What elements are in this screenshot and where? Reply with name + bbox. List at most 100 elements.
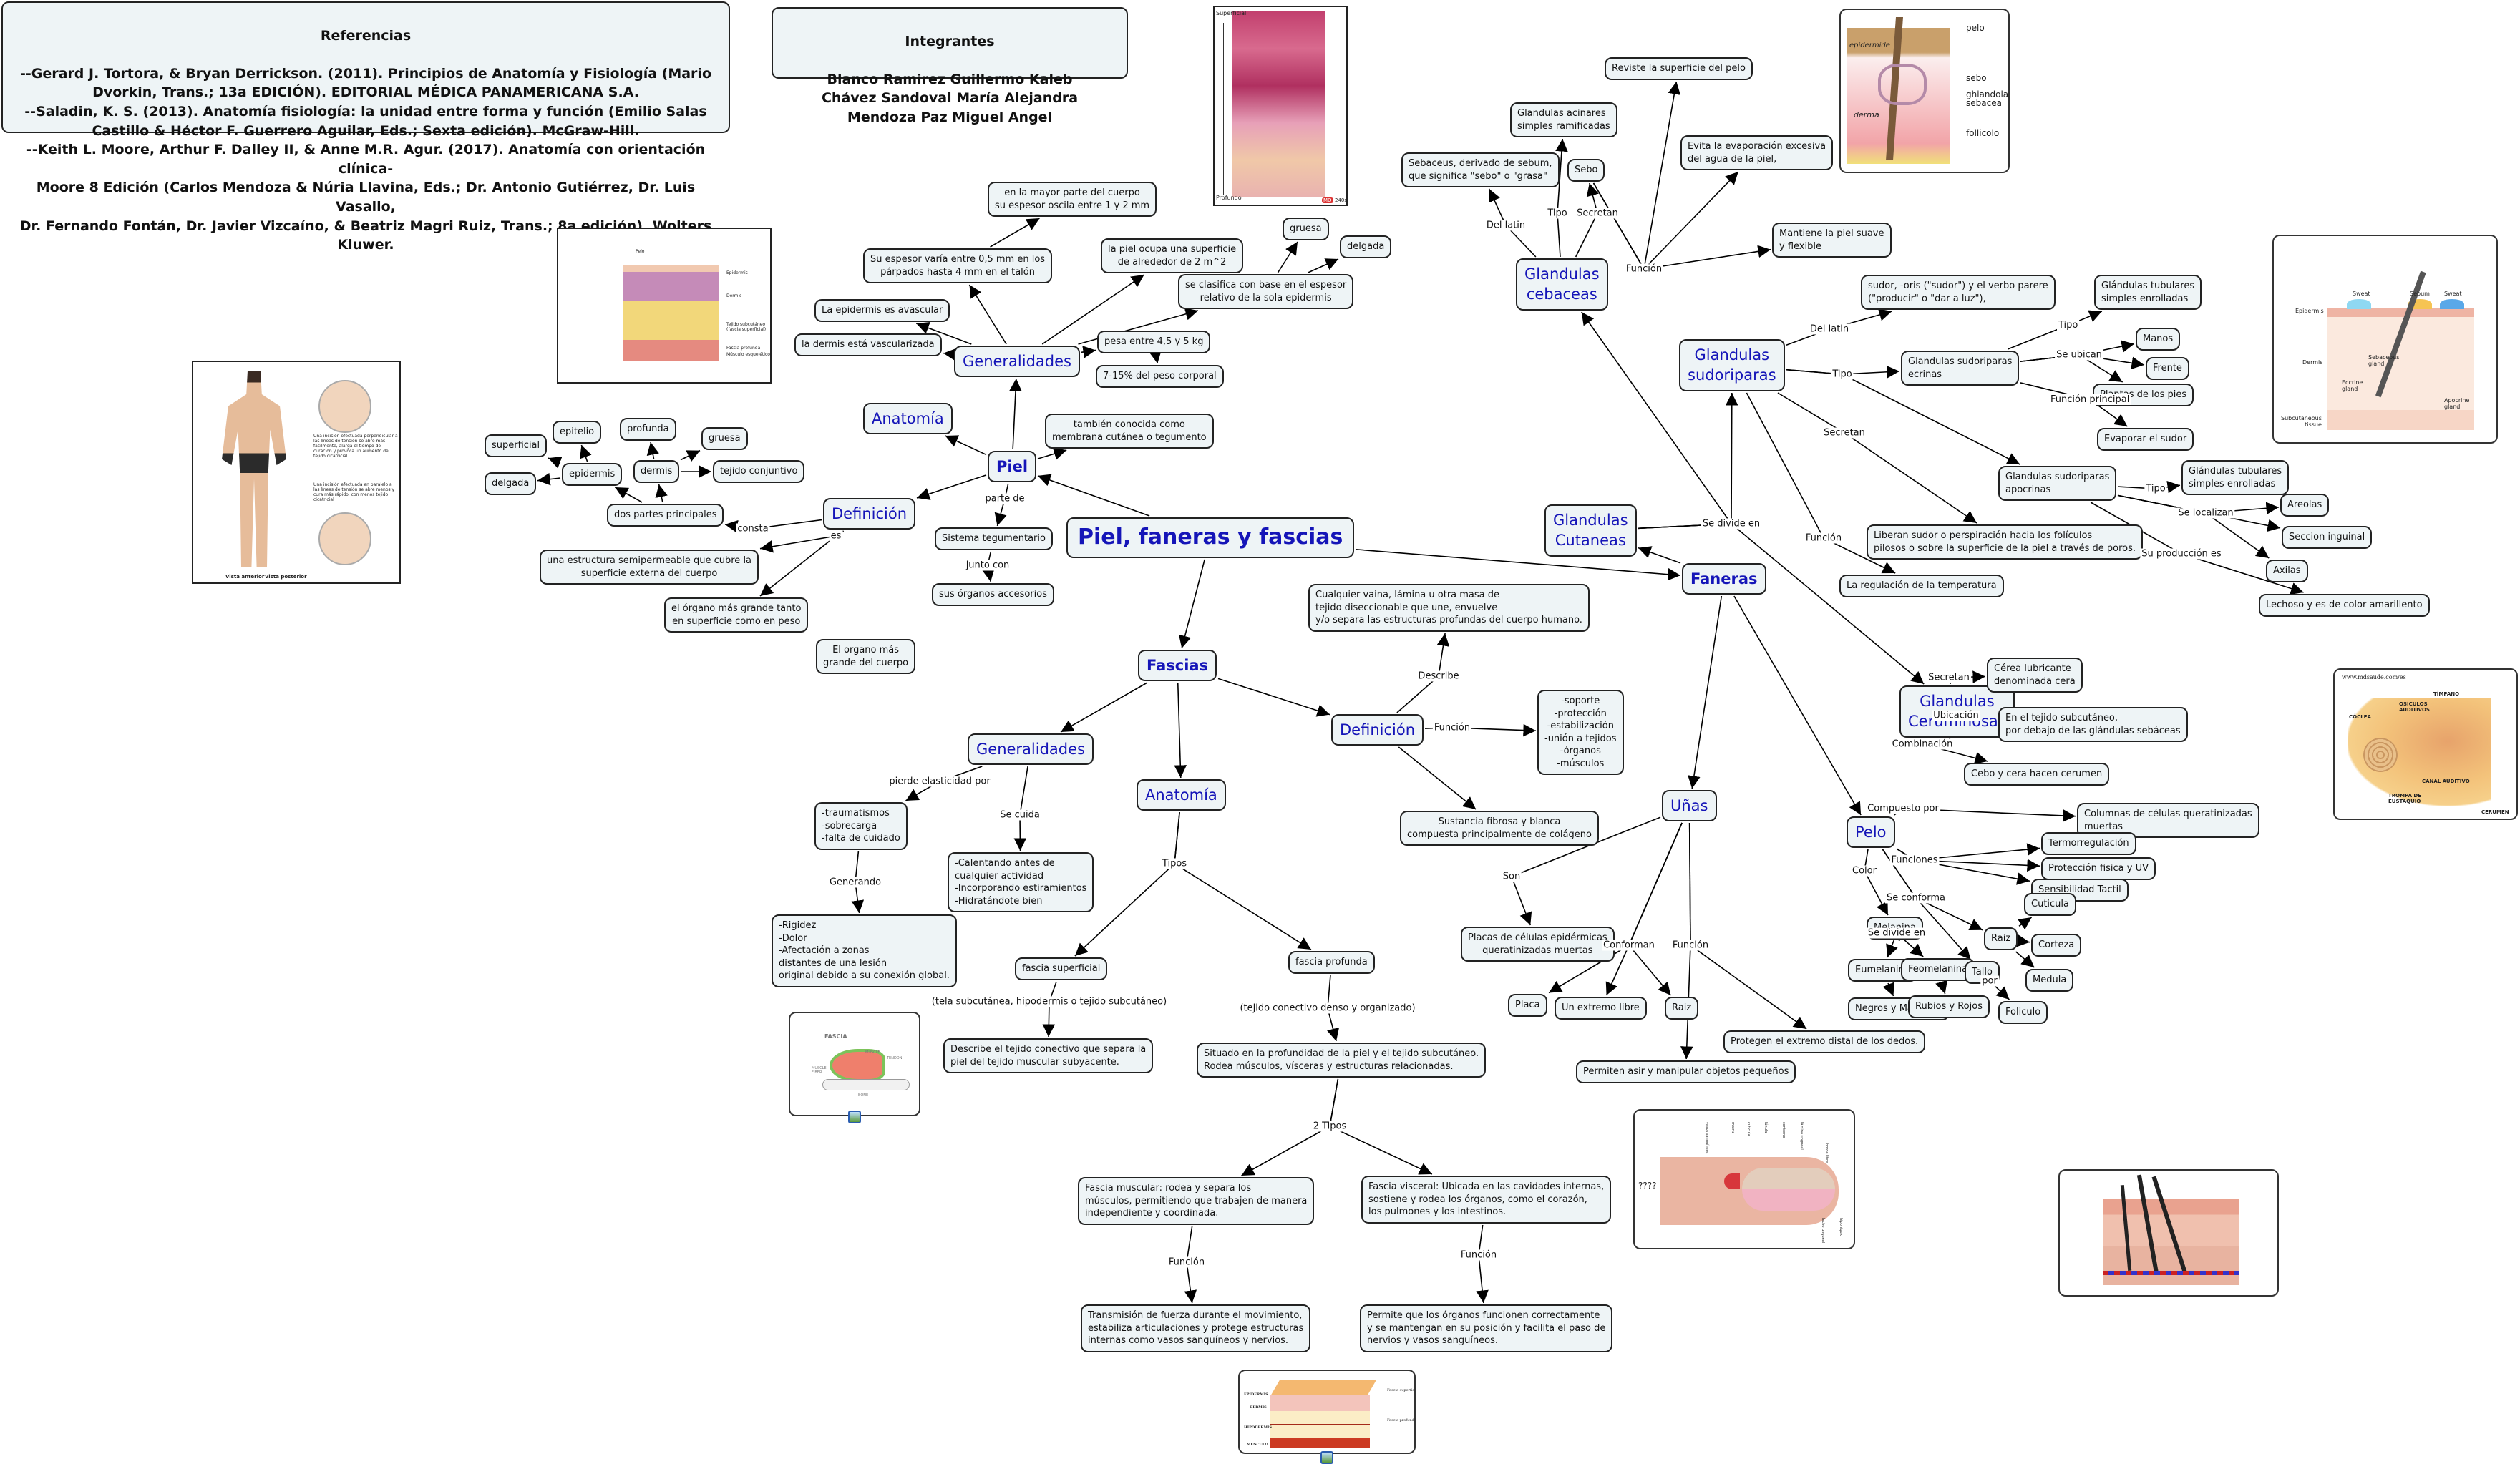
- concept-generalidades-fascia[interactable]: Generalidades: [968, 733, 1094, 766]
- node-foliculo[interactable]: Foliculo: [1998, 1001, 2048, 1024]
- concept-definicion-piel[interactable]: Definición: [823, 498, 915, 530]
- concept-glandulas-sudoriparas[interactable]: Glandulas sudoriparas: [1679, 339, 1785, 391]
- node-gruesa-dermis[interactable]: gruesa: [701, 427, 748, 450]
- main-topic[interactable]: Piel, faneras y fascias: [1066, 517, 1355, 558]
- concept-anatomia-fascia[interactable]: Anatomía: [1137, 779, 1226, 811]
- node-tejido-conjuntivo[interactable]: tejido conjuntivo: [713, 460, 805, 483]
- node-areolas[interactable]: Areolas: [2280, 494, 2330, 517]
- node-tubulares-apocrinas[interactable]: Glándulas tubulares simples enrolladas: [2181, 460, 2290, 496]
- node-protegen-extremo[interactable]: Protegen el extremo distal de los dedos.: [1723, 1030, 1926, 1053]
- node-placa[interactable]: Placa: [1508, 994, 1547, 1017]
- node-ecrinas[interactable]: Glandulas sudoriparas ecrinas: [1901, 351, 2020, 386]
- node-termorregulacion[interactable]: Termorregulación: [2041, 832, 2136, 855]
- concept-unas[interactable]: Uñas: [1662, 790, 1717, 822]
- concept-piel[interactable]: Piel: [988, 451, 1037, 483]
- node-peso-corporal[interactable]: 7-15% del peso corporal: [1096, 365, 1224, 388]
- node-extremo-libre[interactable]: Un extremo libre: [1555, 997, 1647, 1020]
- node-feomelanina[interactable]: Feomelanina: [1901, 958, 1975, 981]
- node-permite-organos[interactable]: Permite que los órganos funcionen correc…: [1360, 1304, 1613, 1352]
- node-estructura-semipermeable[interactable]: una estructura semipermeable que cubre l…: [540, 550, 759, 585]
- node-clasifica[interactable]: se clasifica con base en el espesor rela…: [1178, 274, 1354, 310]
- node-acinares[interactable]: Glandulas acinares simples ramificadas: [1510, 102, 1617, 138]
- ear-label-canal: CANAL AUDITIVO: [2422, 779, 2470, 784]
- concept-faneras[interactable]: Faneras: [1682, 563, 1766, 595]
- concept-generalidades-piel[interactable]: Generalidades: [954, 346, 1080, 378]
- node-sensibilidad-tactil[interactable]: Sensibilidad Tactil: [2031, 879, 2129, 902]
- node-dermis[interactable]: dermis: [633, 460, 680, 483]
- node-regulacion-temperatura[interactable]: La regulación de la temperatura: [1839, 575, 2004, 597]
- node-superficial[interactable]: superficial: [485, 434, 548, 457]
- node-superficie[interactable]: la piel ocupa una superficie de alrededo…: [1101, 238, 1244, 274]
- node-cerea-lubricante[interactable]: Cérea lubricante denominada cera: [1987, 658, 2083, 693]
- node-organo-mas-grande[interactable]: El organo más grande del cuerpo: [816, 639, 916, 675]
- node-sebo[interactable]: Sebo: [1567, 159, 1605, 182]
- node-dos-partes[interactable]: dos partes principales: [607, 504, 724, 527]
- node-fascia-visceral[interactable]: Fascia visceral: Ubicada en las cavidade…: [1361, 1176, 1612, 1224]
- node-raiz-una[interactable]: Raiz: [1665, 997, 1699, 1020]
- node-tubulares-ecrinas[interactable]: Glándulas tubulares simples enrolladas: [2094, 275, 2202, 311]
- node-cuticula[interactable]: Cuticula: [2024, 893, 2076, 916]
- node-funciones-fascia[interactable]: -soporte -protección -estabilización -un…: [1537, 690, 1624, 776]
- node-pesa[interactable]: pesa entre 4,5 y 5 kg: [1097, 331, 1211, 353]
- node-liberan-sudor[interactable]: Liberan sudor o perspiración hacia los f…: [1867, 524, 2144, 560]
- node-placas-celulas[interactable]: Placas de células epidérmicas queratiniz…: [1461, 927, 1615, 962]
- concept-glandulas-cutaneas[interactable]: Glandulas Cutaneas: [1544, 504, 1637, 557]
- node-transmision[interactable]: Transmisión de fuerza durante el movimie…: [1081, 1304, 1311, 1352]
- node-sudor-latin[interactable]: sudor, -oris ("sudor") y el verbo parere…: [1861, 275, 2056, 311]
- concept-pelo[interactable]: Pelo: [1847, 816, 1895, 849]
- node-epitelio[interactable]: epitelio: [553, 421, 602, 444]
- node-proteccion-uv[interactable]: Protección fisica y UV: [2041, 857, 2156, 880]
- node-delgada[interactable]: delgada: [485, 472, 537, 495]
- concept-glandulas-ceruminosas[interactable]: Glandulas Ceruminosas: [1899, 685, 2015, 738]
- node-gruesa[interactable]: gruesa: [1283, 218, 1329, 240]
- node-organo-grande[interactable]: el órgano más grande tanto en superficie…: [664, 597, 809, 633]
- node-seccion-inguinal[interactable]: Seccion inguinal: [2282, 526, 2373, 549]
- node-espesor-varia[interactable]: Su espesor varía entre 0,5 mm en los pár…: [863, 248, 1053, 284]
- node-situado[interactable]: Situado en la profundidad de la piel y e…: [1197, 1043, 1487, 1078]
- node-medula[interactable]: Medula: [2025, 969, 2074, 992]
- concept-anatomia-piel[interactable]: Anatomía: [863, 403, 953, 435]
- concept-fascias[interactable]: Fascias: [1138, 650, 1217, 682]
- node-rubios-rojos[interactable]: Rubios y Rojos: [1908, 995, 1990, 1018]
- node-evaporar-sudor[interactable]: Evaporar el sudor: [2097, 428, 2194, 451]
- node-epidermis[interactable]: epidermis: [562, 463, 623, 486]
- node-permiten-asir[interactable]: Permiten asir y manipular objetos pequeñ…: [1576, 1060, 1796, 1083]
- link-arrow: [1643, 171, 1739, 270]
- node-tambien-conocida[interactable]: también conocida como membrana cutánea o…: [1045, 414, 1214, 449]
- image-attachment-icon[interactable]: [848, 1111, 861, 1123]
- node-epidermis-avascular[interactable]: La epidermis es avascular: [814, 299, 950, 322]
- node-dermis-vascularizada[interactable]: la dermis está vascularizada: [794, 333, 942, 356]
- node-calentando[interactable]: -Calentando antes de cualquier actividad…: [948, 852, 1094, 913]
- node-delgada-gen[interactable]: delgada: [1340, 235, 1392, 258]
- node-sustancia-fibrosa[interactable]: Sustancia fibrosa y blanca compuesta pri…: [1400, 811, 1599, 846]
- link-label-se-conforma: Se conforma: [1885, 892, 1947, 904]
- node-tejido-subcutaneo[interactable]: En el tejido subcutáneo, por debajo de l…: [1998, 707, 2188, 743]
- node-traumatismos[interactable]: -traumatismos -sobrecarga -falta de cuid…: [814, 802, 908, 850]
- node-sistema-tegumentario[interactable]: Sistema tegumentario: [935, 527, 1053, 550]
- concept-definicion-fascia[interactable]: Definición: [1331, 714, 1424, 746]
- node-reviste[interactable]: Reviste la superficie del pelo: [1605, 57, 1753, 80]
- node-evita-evaporacion[interactable]: Evita la evaporación excesiva del agua d…: [1680, 135, 1834, 171]
- node-mayor-parte[interactable]: en la mayor parte del cuerpo su espesor …: [988, 182, 1157, 218]
- node-sebaceus[interactable]: Sebaceus, derivado de sebum, que signifi…: [1401, 152, 1560, 188]
- concept-glandulas-cebaceas[interactable]: Glandulas cebaceas: [1516, 258, 1608, 311]
- node-describe-tejido[interactable]: Describe el tejido conectivo que separa …: [943, 1038, 1154, 1074]
- node-cualquier-vaina[interactable]: Cualquier vaina, lámina u otra masa de t…: [1308, 584, 1590, 632]
- node-fascia-profunda[interactable]: fascia profunda: [1288, 951, 1375, 974]
- node-corteza[interactable]: Corteza: [2031, 934, 2082, 957]
- node-mantiene-piel[interactable]: Mantiene la piel suave y flexible: [1772, 223, 1892, 258]
- node-columnas-celulas[interactable]: Columnas de células queratinizadas muert…: [2077, 803, 2259, 839]
- node-fascia-muscular[interactable]: Fascia muscular: rodea y separa los músc…: [1078, 1177, 1315, 1225]
- node-profunda[interactable]: profunda: [620, 418, 676, 441]
- node-axilas[interactable]: Axilas: [2266, 560, 2308, 582]
- node-rigidez[interactable]: -Rigidez -Dolor -Afectación a zonas dist…: [772, 914, 957, 987]
- node-apocrinas[interactable]: Glandulas sudoriparas apocrinas: [1998, 466, 2117, 502]
- node-fascia-superficial[interactable]: fascia superficial: [1015, 957, 1108, 980]
- node-lechoso[interactable]: Lechoso y es de color amarillento: [2259, 594, 2430, 617]
- node-organos-accesorios[interactable]: sus órganos accesorios: [932, 583, 1054, 606]
- node-cebo-cera[interactable]: Cebo y cera hacen cerumen: [1964, 763, 2110, 786]
- node-raiz-pelo[interactable]: Raiz: [1984, 927, 2018, 950]
- image-attachment-icon[interactable]: [1320, 1451, 1333, 1464]
- node-frente[interactable]: Frente: [2146, 357, 2189, 380]
- node-manos[interactable]: Manos: [2136, 328, 2181, 351]
